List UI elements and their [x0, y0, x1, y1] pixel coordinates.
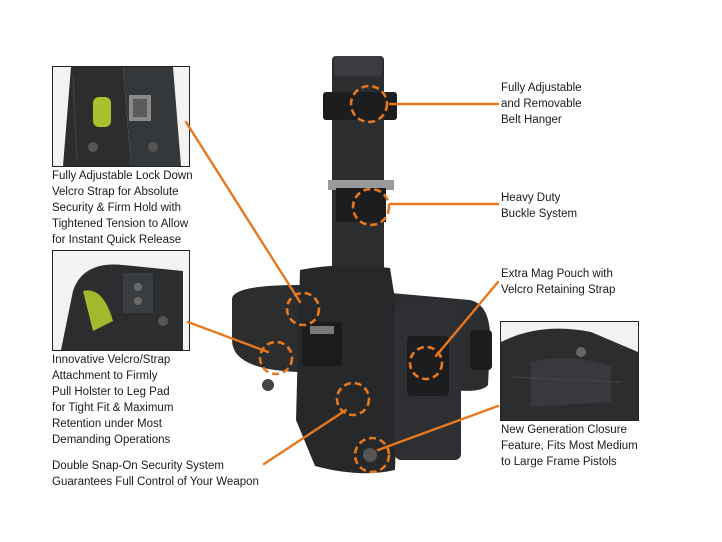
inset-closure-photo	[500, 321, 639, 421]
label-closure: New Generation Closure Feature, Fits Mos…	[501, 424, 638, 468]
leader-velcro-attachment	[186, 320, 270, 354]
label-snap-on: Double Snap-On Security System Guarantee…	[52, 460, 259, 488]
closure-drawing	[501, 322, 638, 420]
leader-mag-pouch	[434, 280, 500, 358]
marker-belt-hanger	[349, 84, 389, 124]
marker-buckle	[351, 187, 391, 227]
inset-velcro-attachment-photo	[52, 250, 190, 351]
label-belt-hanger: Fully Adjustable and Removable Belt Hang…	[501, 82, 582, 126]
marker-lockdown-strap	[285, 291, 321, 327]
label-velcro-attachment: Innovative Velcro/Strap Attachment to Fi…	[52, 354, 174, 446]
marker-snap-on	[335, 381, 371, 417]
label-lockdown-strap: Fully Adjustable Lock Down Velcro Strap …	[52, 170, 193, 246]
lockdown-strap-drawing	[53, 67, 189, 166]
velcro-attachment-drawing	[53, 251, 189, 350]
marker-closure	[353, 436, 391, 474]
leader-snap-on	[262, 408, 348, 466]
label-buckle: Heavy Duty Buckle System	[501, 192, 578, 220]
marker-velcro-attachment	[258, 340, 294, 376]
marker-mag-pouch	[408, 345, 444, 381]
inset-lockdown-strap-photo	[52, 66, 190, 167]
label-mag-pouch: Extra Mag Pouch with Velcro Retaining St…	[501, 268, 616, 296]
leader-closure	[376, 404, 500, 452]
leader-lockdown-strap	[184, 120, 302, 304]
